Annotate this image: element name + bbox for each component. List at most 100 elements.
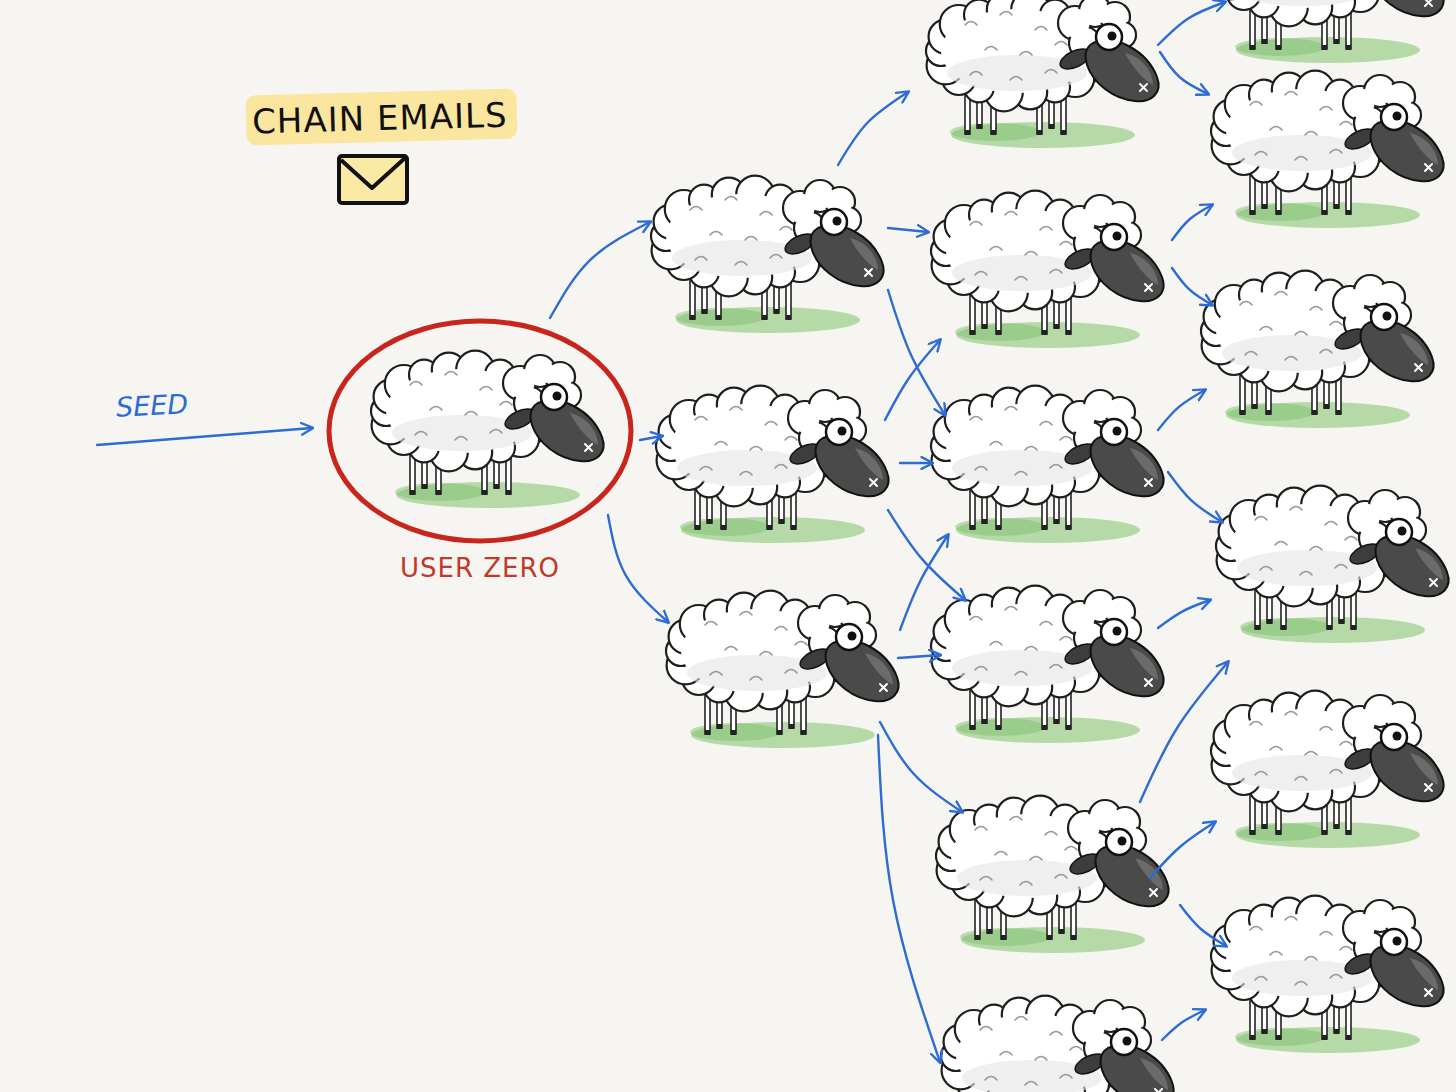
wool-curl [990,642,1002,646]
wool-curl [1005,607,1017,611]
grass [1241,617,1425,643]
sheep-nose [1415,364,1422,371]
head-highlight [1130,648,1158,680]
sheep [651,176,884,333]
wool-curl [705,622,717,626]
wool-curl [1275,542,1287,546]
sheep-hoof [1001,935,1006,940]
sheep-pupil [1393,732,1402,741]
forward-arrow [1150,822,1215,878]
wool-curl [1320,107,1332,111]
sheep-hoof [1042,525,1047,530]
sheep-hoof [1276,210,1281,215]
forward-arrow [880,722,962,812]
wool-curl [1045,70,1057,74]
wool-curl [1240,302,1252,306]
wool-curl [710,672,722,676]
user-zero-highlight: USER ZERO [325,317,635,545]
sheep-hoof [731,730,736,735]
sheep-hoof [410,490,415,495]
envelope-icon [339,156,407,203]
sheep-head [816,435,889,496]
sheep-eye [1101,224,1127,250]
wool-curl [1040,227,1052,231]
body-shade [1232,0,1372,6]
sheep-hoof [1346,830,1351,835]
sheep-hoof [707,519,712,524]
grass [1236,1027,1420,1053]
sheep-pupil [1398,527,1407,536]
wool-curl [700,467,712,471]
sheep-hoof [1346,210,1351,215]
head-highlight [850,238,878,270]
sheep-hoof [1262,39,1267,44]
sheep-eye [1101,619,1127,645]
sheep-hoof [1334,204,1339,209]
wool-bump [1227,0,1261,10]
forward-arrow [888,228,928,232]
wool-curl [1275,292,1287,296]
forward-arrow [608,515,668,622]
wool-curl [740,472,752,476]
wool-curl [975,467,987,471]
sheep-head [1371,945,1444,1006]
sheep-hoof [1327,625,1332,630]
wool-curl [1060,242,1072,246]
sheep-hoof [965,130,970,135]
wool-curl [1055,875,1067,879]
wool-curl [735,262,747,266]
wool-curl [1060,637,1072,641]
forward-arrow [1160,52,1208,94]
head-highlight [1410,753,1438,785]
sheep-hoof [1066,330,1071,335]
sheep-hoof [987,929,992,934]
forward-arrow [1158,2,1225,45]
sheep-hoof [1334,1029,1339,1034]
sheep-hoof [1066,525,1071,530]
sheep-hoof [970,725,975,730]
forward-arrow [1180,905,1226,946]
sheep-hoof [1042,725,1047,730]
seed-label: SEED [115,388,189,423]
wool-curl [975,827,987,831]
forward-arrow [838,92,908,165]
wool-curl [1255,772,1267,776]
wool-curl [1010,817,1022,821]
wool-curl [1295,982,1307,986]
sheep-hoof [422,484,427,489]
sheep-head [1096,845,1169,906]
wool-curl [1310,547,1322,551]
sheep-head [811,225,884,286]
sheep-head [1086,40,1159,101]
sheep [1201,271,1434,428]
sheep-hoof [786,315,791,320]
forward-arrow [97,428,312,445]
envelope-flap [341,158,405,188]
head-highlight [570,413,598,445]
wool-curl [990,247,1002,251]
sheep-hoof [705,730,710,735]
sheep-hoof [982,719,987,724]
wool-curl [715,442,727,446]
wool-curl [1000,1052,1012,1056]
sheep-head [1101,1045,1174,1092]
wool-curl [445,372,457,376]
wool-curl [775,627,787,631]
sheep-hoof [1252,404,1257,409]
wool-curl [480,387,492,391]
sheep-hoof [1262,1029,1267,1034]
sheep-hoof [789,724,794,729]
wool-curl [795,642,807,646]
sheep-head [1361,320,1434,381]
sheep-hoof [1054,519,1059,524]
sheep-hoof [1250,1035,1255,1040]
wool-curl [710,232,722,236]
wool-curl [1285,917,1297,921]
sheep-eye [1381,724,1407,750]
wool-curl [975,272,987,276]
sheep-pupil [1393,937,1402,946]
sheep-eye [836,624,862,650]
wool-curl [1305,957,1317,961]
sheep-hoof [774,309,779,314]
